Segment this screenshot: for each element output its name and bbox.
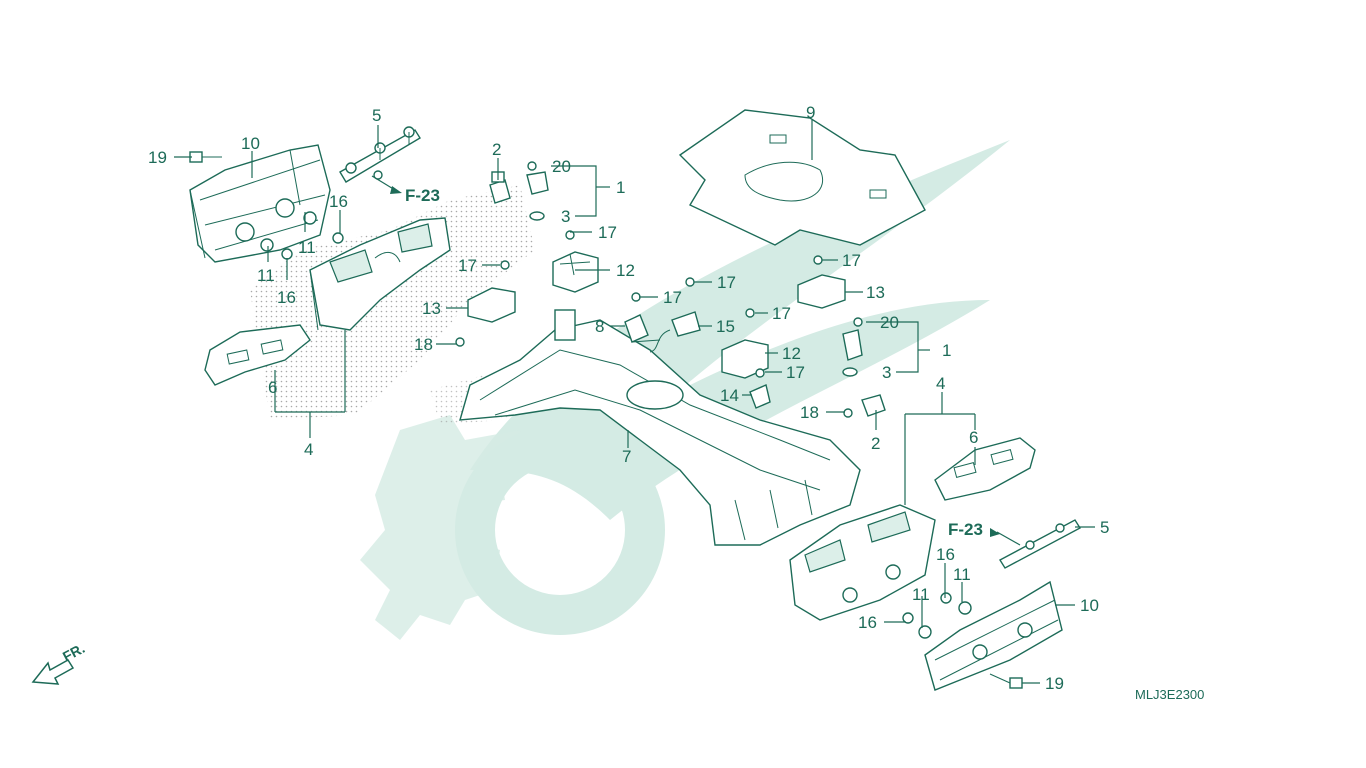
mount-12-upper-part — [552, 251, 599, 293]
callout-6: 6 — [268, 378, 277, 397]
grommets-left-part — [260, 211, 344, 260]
callout-10: 10 — [241, 134, 260, 153]
callout-12: 12 — [782, 344, 801, 363]
callout-1: 1 — [616, 178, 625, 197]
sensor-2-left-part — [489, 171, 511, 204]
callout-17: 17 — [842, 251, 861, 270]
callout-1: 1 — [942, 341, 951, 360]
intake-manifold-right-part — [789, 504, 936, 621]
mount-13-right-part — [797, 274, 846, 309]
callout-labels: 19 10 5 16 11 11 16 2 20 1 3 17 12 17 13… — [148, 103, 1109, 693]
bracket-15-part — [649, 311, 701, 353]
gasket-right-part — [934, 437, 1036, 501]
callout-4: 4 — [936, 374, 945, 393]
callout-18: 18 — [800, 403, 819, 422]
callout-16: 16 — [329, 192, 348, 211]
callout-17: 17 — [786, 363, 805, 382]
callout-12: 12 — [616, 261, 635, 280]
callout-17: 17 — [598, 223, 617, 242]
callout-20: 20 — [880, 313, 899, 332]
sensor-1-lower-part — [842, 317, 863, 377]
callout-13: 13 — [422, 299, 441, 318]
callout-2: 2 — [871, 434, 880, 453]
crossmember-part — [459, 309, 861, 546]
ref-f23-left: F-23 — [405, 186, 440, 205]
callout-13: 13 — [866, 283, 885, 302]
bolt-19-left-part — [189, 151, 222, 163]
bracket-8-part — [624, 314, 661, 343]
sensor-2-right-part — [861, 394, 886, 417]
callout-5: 5 — [1100, 518, 1109, 537]
callout-17: 17 — [772, 304, 791, 323]
gasket-left-part — [204, 324, 311, 386]
callout-19: 19 — [148, 148, 167, 167]
cover-plate-part — [678, 109, 926, 246]
insulator-left-part — [189, 144, 331, 263]
callout-18: 18 — [414, 335, 433, 354]
mount-13-left-part — [467, 287, 516, 323]
front-direction-arrow: FR. — [31, 640, 87, 685]
leader-lines — [174, 120, 1095, 684]
callout-15: 15 — [716, 317, 735, 336]
callout-16: 16 — [277, 288, 296, 307]
section-references: F-23 F-23 — [371, 175, 1021, 546]
callout-7: 7 — [622, 447, 631, 466]
callout-17: 17 — [458, 256, 477, 275]
callout-16: 16 — [936, 545, 955, 564]
intake-manifold-left-part — [309, 217, 451, 331]
bolt-19-right-part — [989, 673, 1023, 689]
fuel-rail-left-part — [339, 126, 421, 183]
callout-4: 4 — [304, 440, 313, 459]
callout-9: 9 — [806, 103, 815, 122]
callout-11: 11 — [257, 266, 275, 285]
callout-5: 5 — [372, 106, 381, 125]
callout-3: 3 — [561, 207, 570, 226]
callout-2: 2 — [492, 140, 501, 159]
fuel-rail-right-part — [999, 519, 1081, 569]
diagram-code: MLJ3E2300 — [1135, 687, 1204, 702]
insulator-right-part — [924, 580, 1063, 691]
grommets-right-part — [902, 592, 972, 639]
front-label: FR. — [60, 640, 87, 665]
callout-11: 11 — [298, 238, 316, 257]
callout-3: 3 — [882, 363, 891, 382]
bolts-part — [455, 230, 853, 418]
callout-14: 14 — [720, 386, 739, 405]
callout-20: 20 — [552, 157, 571, 176]
ref-f23-right: F-23 — [948, 520, 983, 539]
callout-11: 11 — [912, 585, 930, 604]
callout-6: 6 — [969, 428, 978, 447]
callout-10: 10 — [1080, 596, 1099, 615]
mount-12-lower-part — [721, 339, 769, 379]
callout-8: 8 — [595, 317, 604, 336]
callout-19: 19 — [1045, 674, 1064, 693]
callout-17: 17 — [717, 273, 736, 292]
callout-16: 16 — [858, 613, 877, 632]
clip-14-part — [749, 384, 771, 409]
callout-17: 17 — [663, 288, 682, 307]
callout-11: 11 — [953, 565, 971, 584]
sensor-1-upper-part — [526, 161, 549, 221]
